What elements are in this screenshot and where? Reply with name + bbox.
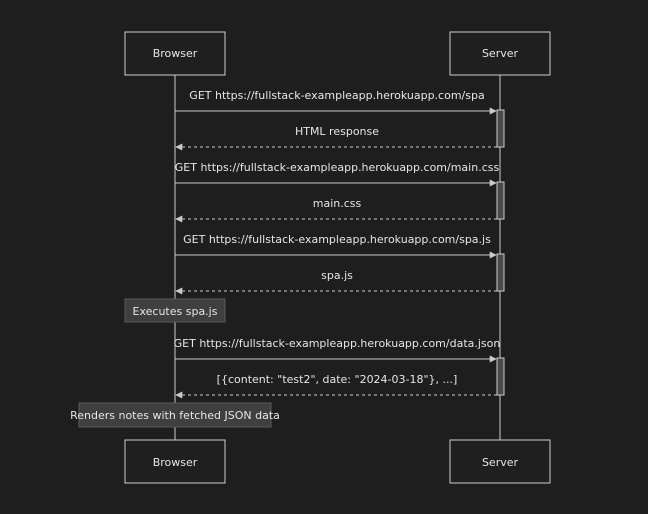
server-activation-1 bbox=[496, 109, 505, 148]
actor-label: Browser bbox=[153, 47, 198, 60]
actor-label: Browser bbox=[153, 456, 198, 469]
note-executes-spa-js: Executes spa.js bbox=[124, 298, 226, 323]
server-activation-4 bbox=[496, 357, 505, 396]
message-label: main.css bbox=[313, 197, 362, 210]
message-label: GET https://fullstack-exampleapp.herokua… bbox=[189, 89, 484, 102]
message-label: GET https://fullstack-exampleapp.herokua… bbox=[175, 161, 500, 174]
message-label: spa.js bbox=[321, 269, 353, 282]
note-label: Renders notes with fetched JSON data bbox=[70, 409, 280, 422]
message-5: GET https://fullstack-exampleapp.herokua… bbox=[175, 233, 497, 259]
message-7: GET https://fullstack-exampleapp.herokua… bbox=[174, 337, 501, 363]
message-label: HTML response bbox=[295, 125, 379, 138]
message-3: GET https://fullstack-exampleapp.herokua… bbox=[175, 161, 500, 187]
actor-server-bottom: Server bbox=[449, 439, 551, 484]
actor-label: Server bbox=[482, 47, 519, 60]
actor-browser-top: Browser bbox=[124, 31, 226, 76]
server-activation-2 bbox=[496, 181, 505, 220]
message-2: HTML response bbox=[175, 125, 497, 151]
message-8: [{content: "test2", date: "2024-03-18"},… bbox=[175, 373, 497, 399]
server-activation-3 bbox=[496, 253, 505, 292]
message-label: GET https://fullstack-exampleapp.herokua… bbox=[183, 233, 491, 246]
note-label: Executes spa.js bbox=[133, 305, 218, 318]
message-1: GET https://fullstack-exampleapp.herokua… bbox=[175, 89, 497, 115]
message-4: main.css bbox=[175, 197, 497, 223]
message-label: [{content: "test2", date: "2024-03-18"},… bbox=[217, 373, 458, 386]
message-6: spa.js bbox=[175, 269, 497, 295]
note-renders-notes: Renders notes with fetched JSON data bbox=[70, 402, 280, 428]
actor-server-top: Server bbox=[449, 31, 551, 76]
actor-browser-bottom: Browser bbox=[124, 439, 226, 484]
message-label: GET https://fullstack-exampleapp.herokua… bbox=[174, 337, 501, 350]
actor-label: Server bbox=[482, 456, 519, 469]
